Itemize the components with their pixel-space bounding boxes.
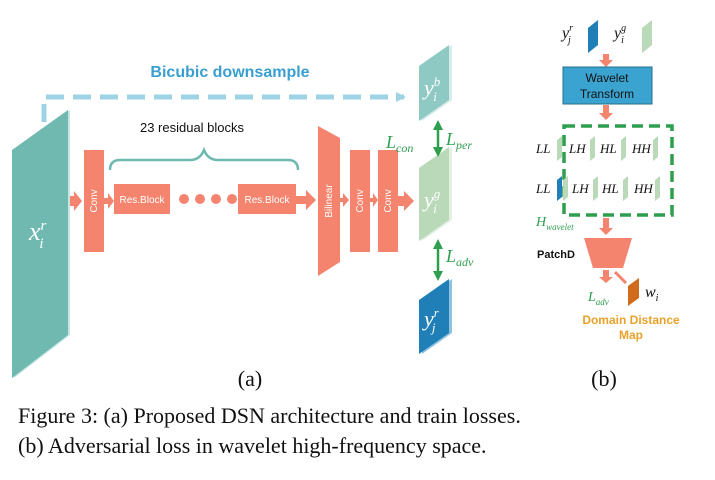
caption-line-2: (b) Adversarial loss in wavelet high-fre… bbox=[18, 433, 487, 458]
conv-block-1-label: Conv bbox=[89, 189, 100, 212]
flow-arrow-input bbox=[70, 191, 82, 211]
residual-blocks-brace bbox=[108, 146, 300, 171]
loss-con-label: Lcon bbox=[385, 132, 413, 155]
bilinear-upsample-block bbox=[318, 126, 340, 276]
h-wavelet-label: Hwavelet bbox=[535, 215, 574, 232]
pb-arrow-to-patchd bbox=[599, 218, 613, 235]
pb-arrow-to-bands bbox=[599, 105, 613, 120]
wavelet-transform-box bbox=[562, 66, 653, 105]
band-row-1-hh: HH bbox=[631, 141, 651, 156]
wavelet-transform-label-1: Wavelet bbox=[586, 71, 630, 85]
output-bicubic-plane bbox=[419, 45, 452, 121]
wavelet-transform-label-2: Transform bbox=[580, 87, 634, 101]
pb-loss-adv-label: Ladv bbox=[587, 290, 609, 307]
pb-arrow-to-w bbox=[613, 270, 628, 285]
panel-a-tag: (a) bbox=[238, 366, 262, 391]
conv-block-1 bbox=[84, 150, 104, 252]
res-block-2-label: Res.Block bbox=[244, 195, 290, 206]
target-real-plane bbox=[419, 279, 452, 354]
high-frequency-dashed-box bbox=[562, 124, 674, 217]
band-row-1-ll: LL bbox=[535, 141, 550, 156]
pb-input-gen-plane bbox=[642, 20, 652, 53]
res-block-1-label: Res.Block bbox=[119, 195, 165, 206]
caption-line-1: Figure 3: (a) Proposed DSN architecture … bbox=[18, 403, 521, 428]
flow-arrow-output bbox=[398, 191, 414, 211]
figure-caption: Figure 3: (a) Proposed DSN architecture … bbox=[18, 401, 708, 461]
flow-arrow-res-bilinear bbox=[296, 190, 316, 210]
band-row-1-hl: HL bbox=[599, 141, 617, 156]
residual-blocks-label: 23 residual blocks bbox=[140, 120, 245, 135]
pb-input-real-plane bbox=[588, 20, 598, 53]
flow-arrow-bilinear-conv bbox=[340, 193, 349, 207]
residual-ellipsis bbox=[179, 194, 237, 204]
loss-adv-label: Ladv bbox=[445, 246, 474, 269]
pb-arrow-to-loss bbox=[599, 270, 613, 283]
domain-distance-map-label-2: Map bbox=[619, 328, 643, 342]
w-map-plane bbox=[628, 278, 639, 306]
band-row-2-hh: HH bbox=[633, 181, 653, 196]
flow-arrow-conv-res bbox=[104, 193, 114, 209]
bicubic-downsample-label: Bicubic downsample bbox=[150, 64, 309, 81]
band-row-2-lh: LH bbox=[571, 181, 589, 196]
patchd-discriminator bbox=[584, 238, 632, 268]
conv-block-2-label: Conv bbox=[355, 189, 366, 212]
band-row-2-hl: HL bbox=[601, 181, 619, 196]
panel-b-tag: (b) bbox=[591, 366, 617, 391]
flow-arrow-conv-conv bbox=[370, 193, 378, 207]
bilinear-label: Bilinear bbox=[324, 184, 335, 218]
conv-block-2 bbox=[350, 150, 370, 252]
res-block-1 bbox=[114, 184, 170, 214]
band-row-2: LL LH HL HH bbox=[535, 176, 660, 201]
patchd-label: PatchD bbox=[537, 249, 575, 261]
conv-block-3-label: Conv bbox=[383, 189, 394, 212]
w-map-label: wi bbox=[645, 284, 659, 304]
bicubic-downsample-arrow bbox=[41, 92, 406, 122]
band-row-1: LL LH HL HH bbox=[535, 136, 658, 161]
pb-arrow-to-wavelet bbox=[599, 54, 613, 67]
conv-block-3 bbox=[378, 150, 398, 252]
domain-distance-map-label-1: Domain Distance bbox=[582, 313, 680, 327]
output-generated-plane bbox=[419, 147, 452, 241]
band-row-1-lh: LH bbox=[568, 141, 586, 156]
band-row-2-ll: LL bbox=[535, 181, 550, 196]
res-block-2 bbox=[238, 184, 296, 214]
loss-per-label: Lper bbox=[445, 129, 472, 152]
input-image-plane bbox=[12, 110, 70, 378]
